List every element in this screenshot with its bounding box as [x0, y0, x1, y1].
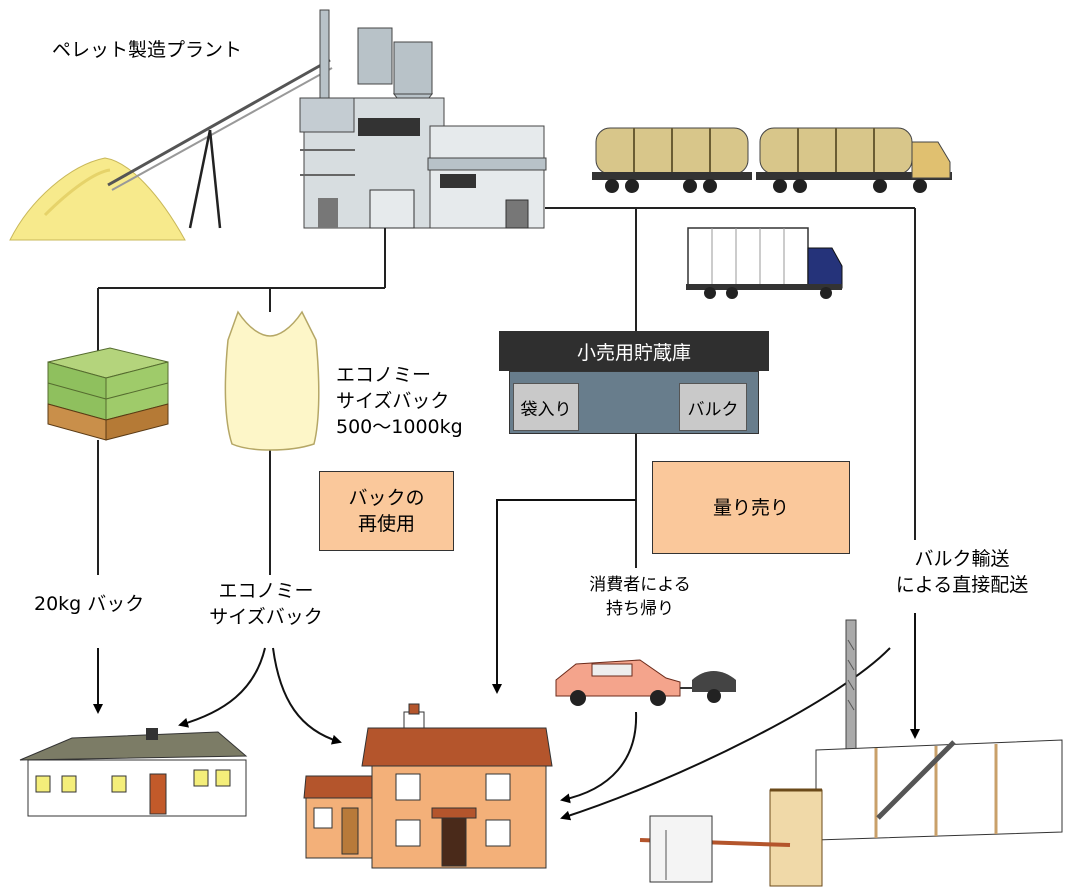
small-house-icon: [19, 728, 248, 817]
brick-house-icon: [303, 703, 553, 869]
big-bag-icon: [224, 310, 320, 451]
box-truck-icon: [686, 227, 843, 299]
storage-bulk-slot: バルク: [679, 383, 747, 431]
bag-20kg-label: 20kg バック: [34, 593, 145, 615]
economy-bag-info-label: エコノミー サイズバック 500〜1000kg: [336, 364, 463, 438]
pallet-bags-icon: [47, 347, 169, 441]
bulk-storage-facility-icon: [639, 619, 1063, 887]
storage-bagged-slot: 袋入り: [513, 383, 579, 431]
pellet-pile-icon: [9, 157, 186, 241]
conveyor-icon: [107, 58, 333, 229]
bag-reuse-box: バックの 再使用: [319, 471, 454, 551]
retail-storage-title: 小売用貯蔵庫: [499, 331, 769, 371]
pellet-plant-icon: [299, 9, 547, 229]
plant-title-label: ペレット製造プラント: [52, 39, 243, 61]
bulk-delivery-label: バルク輸送 による直接配送: [895, 548, 1029, 596]
bulk-tanker-truck-icon: [592, 127, 952, 193]
car-with-trailer-icon: [555, 659, 736, 706]
consumer-pickup-label: 消費者による 持ち帰り: [589, 575, 691, 619]
flow-lines: [97, 207, 916, 575]
economy-bag-label: エコノミー サイズバック: [209, 580, 323, 628]
flow-arrows: [93, 499, 920, 821]
sell-by-weight-box: 量り売り: [652, 461, 850, 554]
